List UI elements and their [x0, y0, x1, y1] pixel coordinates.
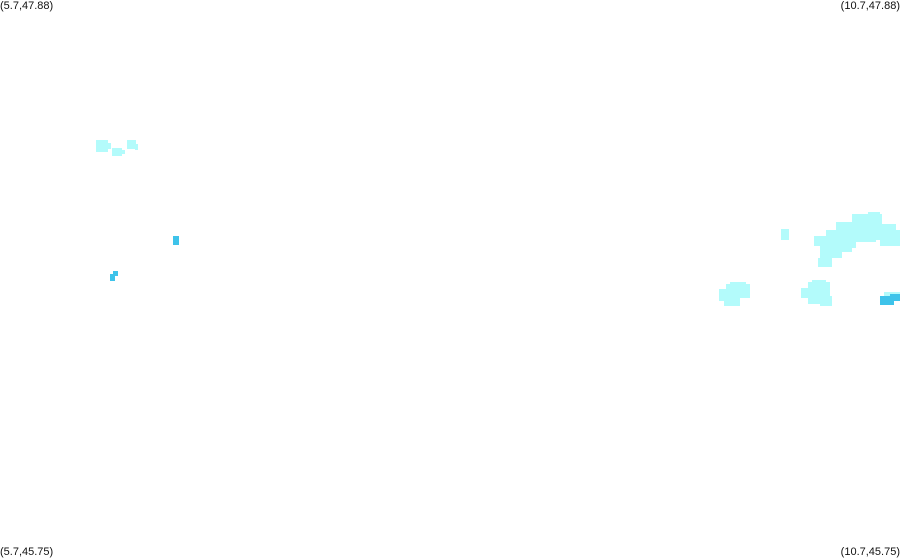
patch-cluster-right-large [814, 212, 900, 267]
patch-cluster-right-small [781, 229, 789, 240]
patch-cluster-top-left [96, 140, 138, 156]
patch-spot-left-2 [110, 271, 118, 281]
corner-label-top-right: (10.7,47.88) [840, 0, 900, 12]
patch-cluster-right-middle [719, 282, 750, 306]
corner-label-top-left: (5.7,47.88) [0, 0, 54, 12]
patch-cluster-right-edge [880, 292, 900, 305]
corner-label-bottom-right: (10.7,45.75) [840, 546, 900, 558]
patch-cluster-right-lower [801, 280, 832, 306]
corner-label-bottom-left: (5.7,45.75) [0, 546, 54, 558]
patch-spot-left-1 [173, 236, 179, 245]
